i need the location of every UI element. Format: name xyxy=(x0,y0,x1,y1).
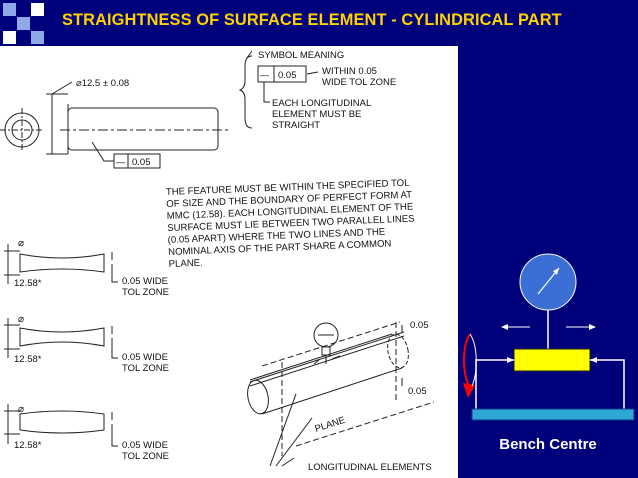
example-1-part xyxy=(19,253,105,273)
left-centre-frame xyxy=(475,359,514,409)
longitudinal-leader-3 xyxy=(281,457,295,467)
title-banner xyxy=(0,0,638,46)
longitudinal-leader-1 xyxy=(269,393,297,467)
symbol-within-line2: WIDE TOL ZONE xyxy=(322,77,396,88)
symbol-brace-tick xyxy=(246,50,253,59)
example-2-mmc: 12.58* xyxy=(14,354,42,365)
description-block: THE FEATURE MUST BE WITHIN THE SPECIFIED… xyxy=(166,178,415,270)
symbol-meaning-heading: SYMBOL MEANING xyxy=(258,50,344,61)
diameter-callout: ⌀12.5 ± 0.08 xyxy=(76,78,129,89)
deco-square xyxy=(17,17,30,30)
example-3-zone-leader xyxy=(111,424,118,447)
iso-zone-bottom-label: 0.05 xyxy=(408,386,427,397)
deco-square xyxy=(3,31,16,44)
right-centre-tip xyxy=(590,357,597,363)
right-centre-frame xyxy=(590,359,625,409)
symbol-brace xyxy=(238,55,253,129)
cylinder-side-view xyxy=(67,107,219,151)
iso-zone-line-1 xyxy=(249,331,405,383)
iso-plane-bottom-edge xyxy=(295,401,435,447)
example-3-diameter-symbol: ⌀ xyxy=(18,404,24,415)
iso-cylinder-far-end xyxy=(387,333,409,369)
left-centre-tip xyxy=(507,357,514,363)
right-arrowhead xyxy=(589,324,596,330)
deco-square xyxy=(3,3,16,16)
symbol-element-line3: STRAIGHT xyxy=(272,120,320,131)
rotation-arrow-back xyxy=(469,333,477,387)
iso-dial-body xyxy=(321,346,331,356)
iso-dial-arm-right xyxy=(331,355,341,360)
example-2-zone-line2: TOL ZONE xyxy=(122,363,169,374)
iso-cylinder-top xyxy=(249,333,393,381)
example-3-zone-line1: 0.05 WIDE xyxy=(122,440,168,451)
longitudinal-leader-2 xyxy=(275,417,313,467)
symbol-leader-2 xyxy=(263,82,270,103)
deco-square xyxy=(31,3,44,16)
bench-centre-illustration xyxy=(463,253,635,421)
deco-square xyxy=(31,31,44,44)
symbol-fcf xyxy=(257,65,307,83)
example-2-zone-line1: 0.05 WIDE xyxy=(122,352,168,363)
workpiece-block xyxy=(513,348,591,372)
example-1-zone-line2: TOL ZONE xyxy=(122,287,169,298)
bench-base xyxy=(471,408,635,421)
symbol-tolerance: 0.05 xyxy=(278,70,297,81)
iso-zone-top-label: 0.05 xyxy=(410,320,429,331)
example-3-part xyxy=(19,410,105,434)
rotation-arrowhead xyxy=(463,383,475,398)
left-arrowhead xyxy=(501,324,508,330)
example-2-part xyxy=(19,327,105,347)
iso-zone-line-2 xyxy=(249,335,405,387)
example-1-zone-leader xyxy=(111,264,118,283)
example-1-zone-line1: 0.05 WIDE xyxy=(122,276,168,287)
dial-needle-tip xyxy=(553,268,559,275)
example-1-diameter-symbol: ⌀ xyxy=(18,238,24,249)
example-1-mmc: 12.58* xyxy=(14,278,42,289)
part-fcf-leader xyxy=(91,141,114,162)
example-2-zone-leader xyxy=(111,338,118,359)
symbol-straightness-icon: — xyxy=(260,70,269,80)
symbol-element-line2: ELEMENT MUST BE xyxy=(272,109,361,120)
example-3-mmc: 12.58* xyxy=(14,440,42,451)
longitudinal-elements-label: LONGITUDINAL ELEMENTS xyxy=(308,462,432,473)
page-title: STRAIGHTNESS OF SURFACE ELEMENT - CYLIND… xyxy=(62,11,562,29)
symbol-within-line1: WITHIN 0.05 xyxy=(322,66,377,77)
banner-decoration xyxy=(3,3,44,44)
symbol-leader-1 xyxy=(306,71,319,75)
symbol-element-line1: EACH LONGITUDINAL xyxy=(272,98,371,109)
iso-plane-top-edge xyxy=(261,321,401,367)
example-3-zone-line2: TOL ZONE xyxy=(122,451,169,462)
example-2-diameter-symbol: ⌀ xyxy=(18,314,24,325)
description-line-7: PLANE. xyxy=(168,258,203,270)
iso-cylinder-bottom xyxy=(261,367,403,415)
rotation-arrow-icon xyxy=(463,333,471,389)
iso-dial-arm-left xyxy=(313,358,321,365)
bench-centre-label: Bench Centre xyxy=(499,436,597,453)
diameter-leader xyxy=(51,81,73,95)
technical-drawing: SYMBOL MEANING — 0.05 WITHIN 0.05 WIDE T… xyxy=(0,50,435,473)
part-fcf-tolerance: 0.05 xyxy=(132,157,151,168)
part-straightness-icon: — xyxy=(116,157,125,167)
